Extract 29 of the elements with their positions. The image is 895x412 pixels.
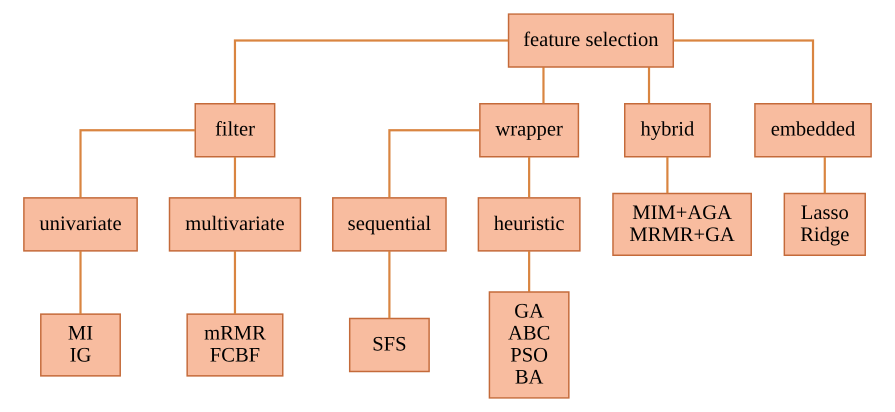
node-box: mRMR FCBF bbox=[186, 313, 284, 377]
node-box: GA ABC PSO BA bbox=[488, 291, 570, 399]
connector bbox=[234, 39, 508, 104]
connector bbox=[666, 156, 668, 194]
connector bbox=[234, 156, 236, 198]
connector bbox=[674, 39, 814, 104]
node-box: filter bbox=[194, 103, 276, 158]
connector bbox=[79, 251, 82, 314]
connector bbox=[388, 129, 480, 198]
connector bbox=[648, 67, 650, 104]
node-box: wrapper bbox=[479, 103, 580, 158]
node-box: MI IG bbox=[40, 313, 121, 377]
node-box: Lasso Ridge bbox=[784, 192, 866, 256]
node-box: multivariate bbox=[168, 197, 302, 252]
connector bbox=[528, 251, 530, 292]
connector bbox=[824, 156, 826, 194]
node-box: heuristic bbox=[478, 197, 581, 252]
node-box: feature selection bbox=[508, 13, 674, 68]
node-box: SFS bbox=[348, 318, 430, 372]
node-box: sequential bbox=[332, 197, 447, 252]
connector bbox=[528, 156, 530, 198]
node-box: hybrid bbox=[624, 103, 711, 158]
node-box: univariate bbox=[23, 197, 138, 252]
node-box: MIM+AGA MRMR+GA bbox=[612, 192, 752, 256]
connector bbox=[542, 67, 545, 104]
connector bbox=[234, 251, 236, 314]
connector bbox=[79, 129, 196, 198]
connector bbox=[388, 251, 390, 318]
node-box: embedded bbox=[754, 103, 872, 158]
